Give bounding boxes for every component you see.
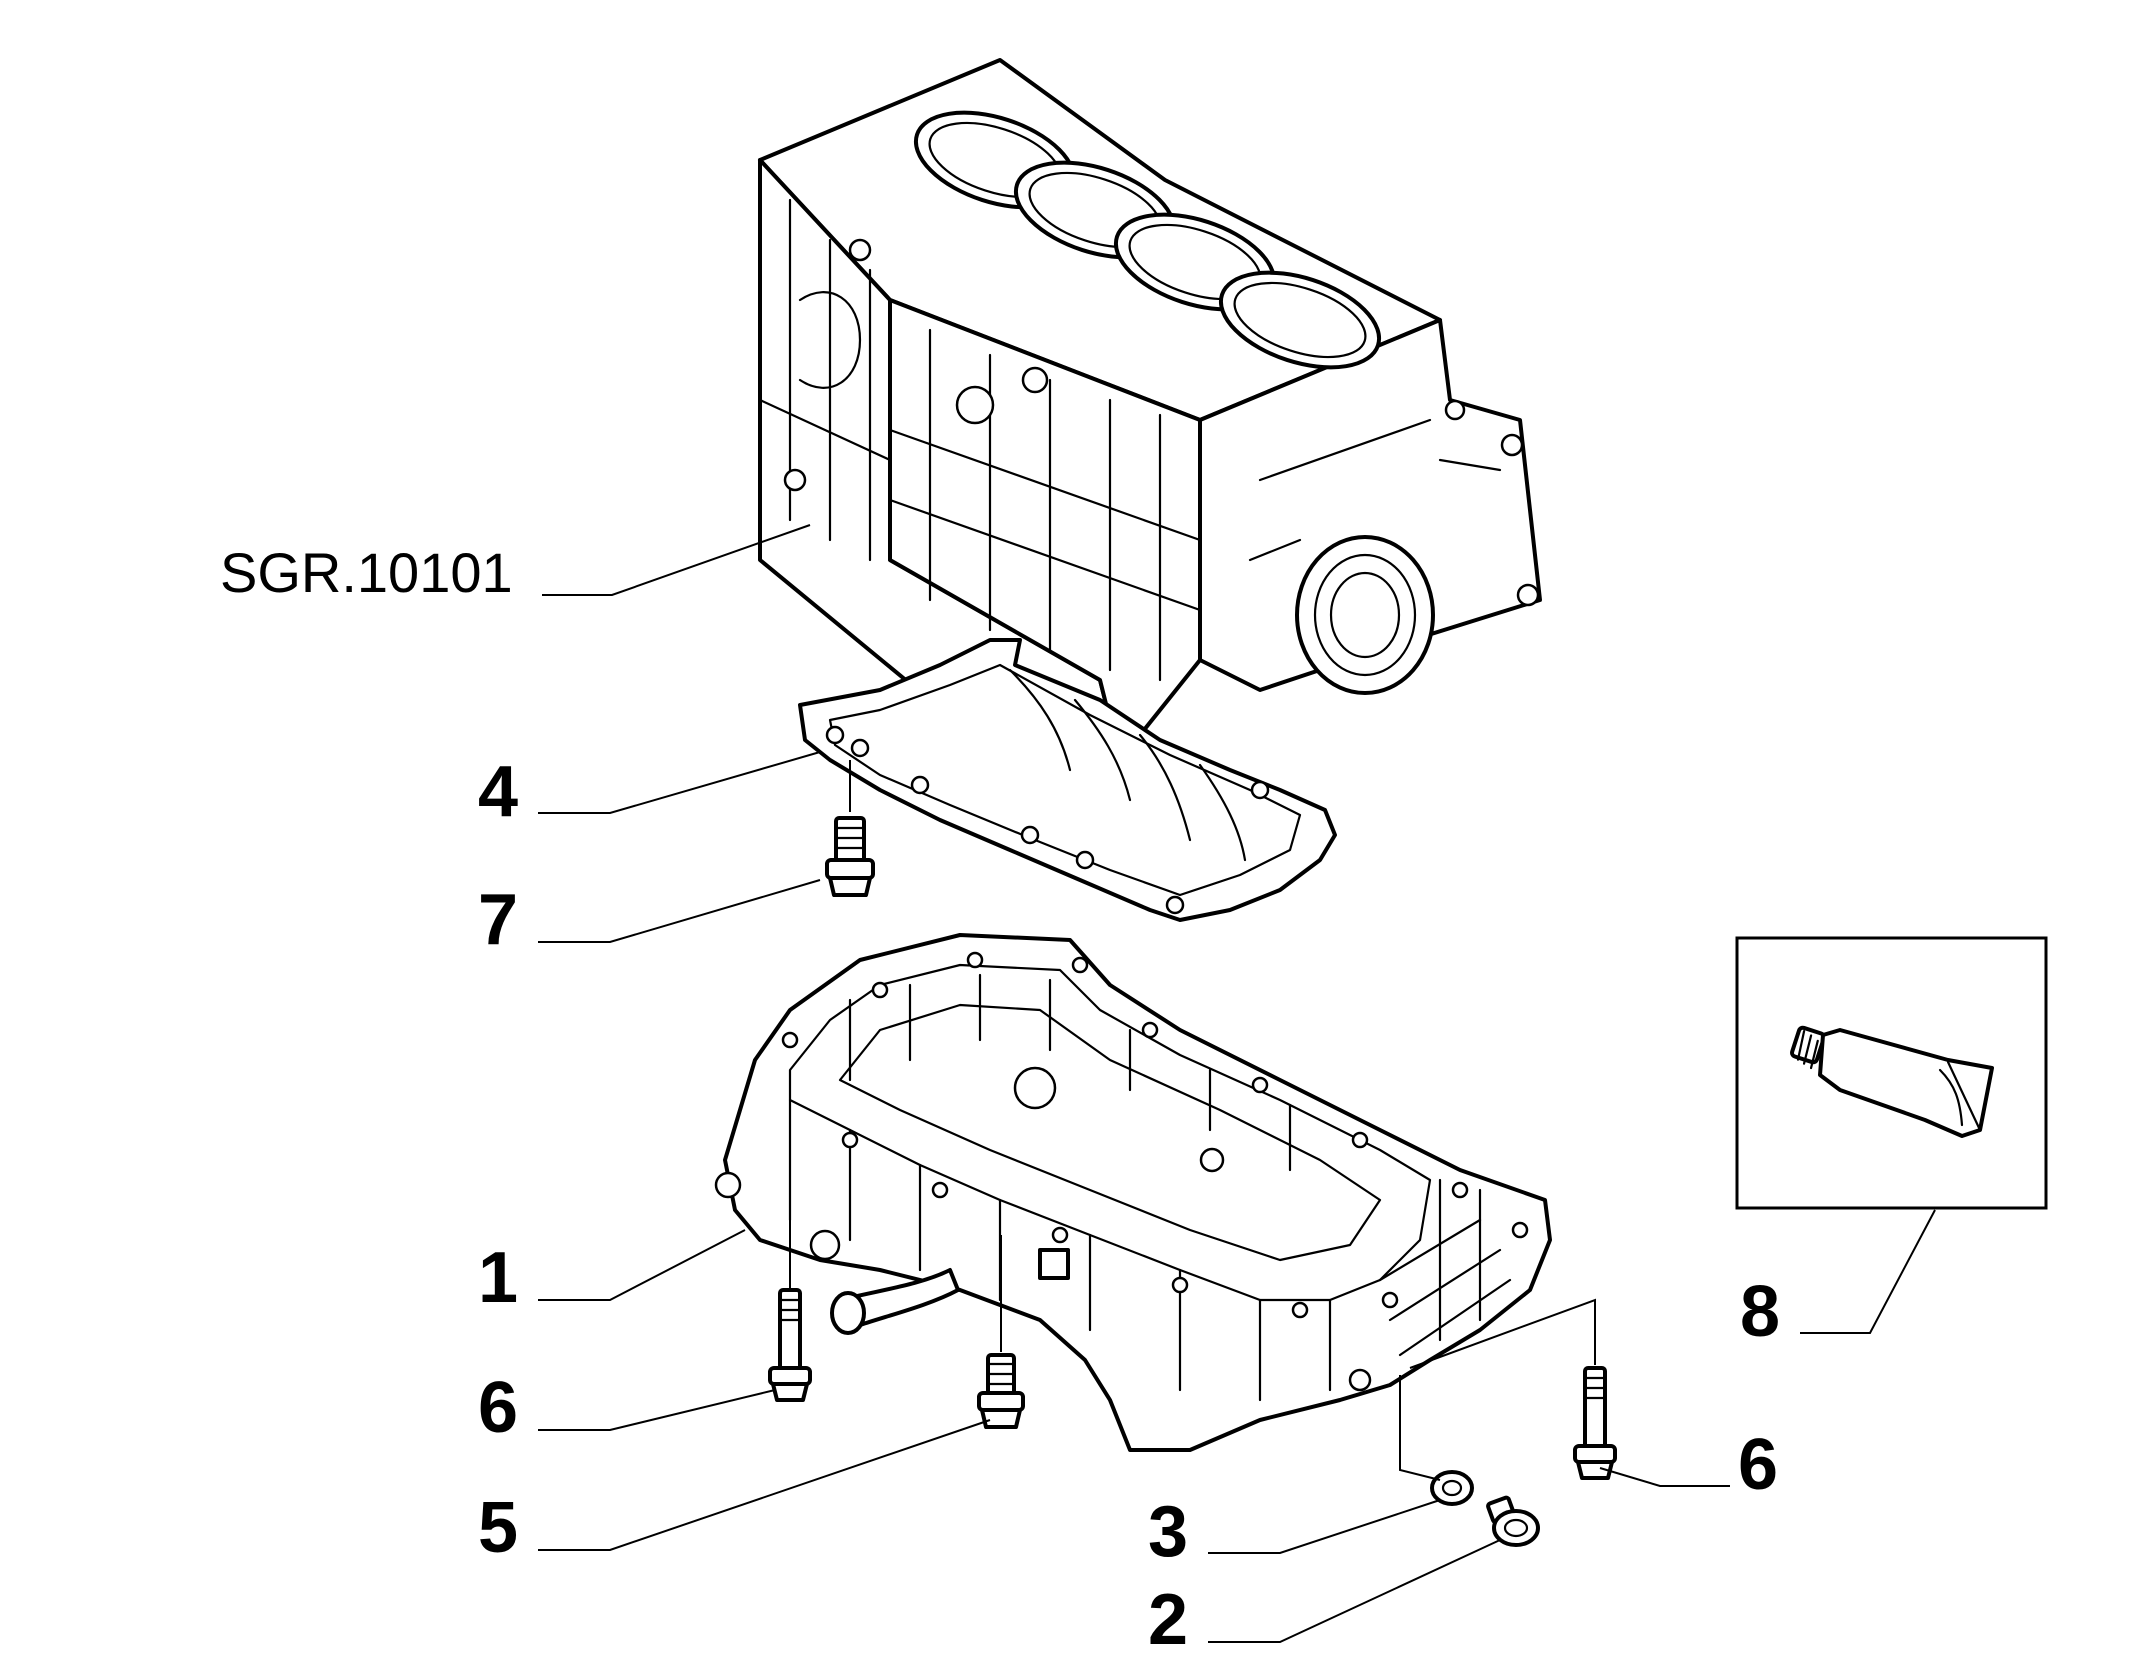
- leader-6b: [1599, 1467, 1730, 1487]
- leader-2: [1208, 1539, 1501, 1643]
- long-bolt-right-illustration: [1573, 1366, 1617, 1480]
- sealant-tube-illustration: [1790, 1025, 1994, 1138]
- callout-6-left: 6: [478, 1368, 518, 1448]
- drain-washer-illustration: [1430, 1470, 1474, 1506]
- callout-2: 2: [1148, 1580, 1188, 1660]
- leader-6a: [538, 1389, 776, 1431]
- long-bolt-left-illustration: [768, 1288, 812, 1402]
- callout-5: 5: [478, 1488, 518, 1568]
- oil-pan-illustration: [714, 933, 1552, 1452]
- callout-4: 4: [478, 752, 518, 832]
- leader-3: [1208, 1499, 1441, 1554]
- leader-5: [538, 1419, 991, 1551]
- leader-6b-bracket: [1409, 1298, 1596, 1369]
- oil-pan-gasket-illustration: [798, 638, 1337, 922]
- leader-8: [1800, 1209, 1936, 1334]
- callout-8: 8: [1740, 1272, 1780, 1352]
- leader-sgr: [542, 524, 811, 596]
- sealant-tube-inset: [1735, 936, 2048, 1210]
- leader-4: [538, 751, 821, 814]
- leader-1: [538, 1229, 746, 1301]
- short-bolt-illustration: [977, 1353, 1025, 1429]
- leader-lines: [538, 524, 1936, 1643]
- callout-3: 3: [1148, 1492, 1188, 1572]
- drain-plug-illustration: [1486, 1495, 1540, 1547]
- callout-7: 7: [478, 880, 518, 960]
- reference-label: SGR.10101: [220, 541, 513, 604]
- leader-3-pan: [1399, 1375, 1441, 1481]
- gasket-bolt-illustration: [825, 816, 875, 897]
- callout-1: 1: [478, 1238, 518, 1318]
- leader-7: [538, 879, 821, 943]
- engine-block-illustration: [758, 58, 1542, 762]
- callout-6-right: 6: [1738, 1425, 1778, 1505]
